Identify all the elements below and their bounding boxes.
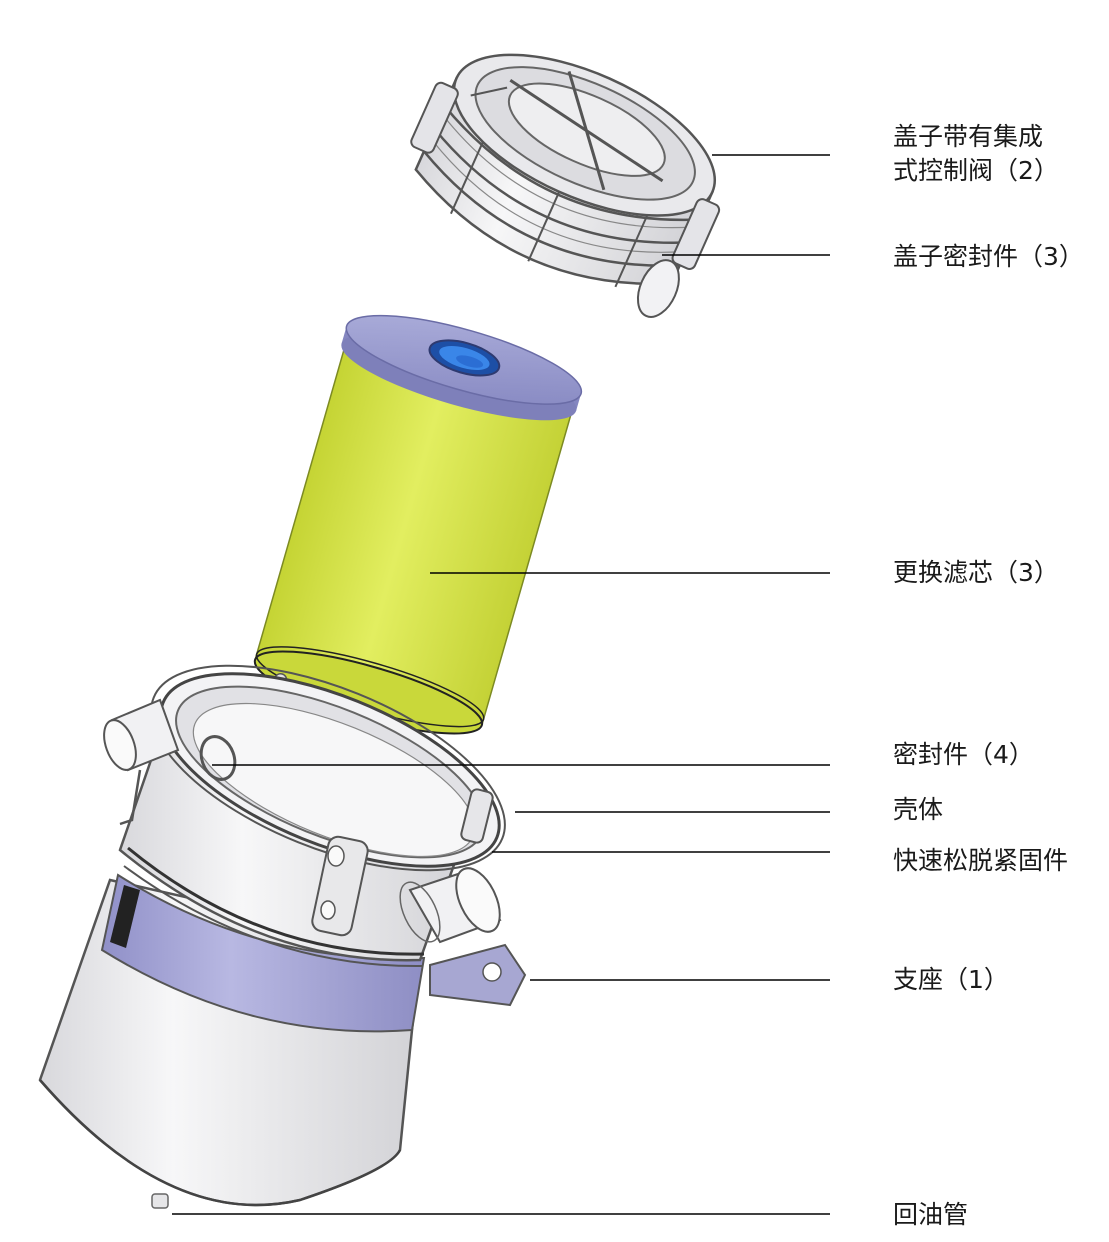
label-cover-valve-line1: 盖子带有集成 [893, 122, 1044, 151]
inlet-pipe [103, 698, 180, 772]
quick-release-latch [311, 835, 369, 937]
label-cover-valve-line2: 式控制阀（2） [893, 156, 1059, 185]
label-filter-element: 更换滤芯（3） [893, 558, 1059, 587]
label-cover-valve: 盖子带有集成 式控制阀（2） [893, 120, 1059, 188]
label-housing: 壳体 [893, 795, 944, 824]
outlet-pipe [399, 867, 502, 944]
label-bracket: 支座（1） [893, 965, 1009, 994]
label-return-pipe: 回油管 [893, 1200, 969, 1229]
label-cover-seal: 盖子密封件（3） [893, 242, 1084, 271]
cover-with-valve [410, 53, 721, 318]
label-seal-4: 密封件（4） [893, 740, 1034, 769]
housing [38, 664, 527, 1209]
bracket [429, 943, 527, 1007]
filter-element [253, 314, 583, 735]
leader-lines [172, 154, 830, 1215]
label-quick-release: 快速松脱紧固件 [893, 846, 1069, 875]
